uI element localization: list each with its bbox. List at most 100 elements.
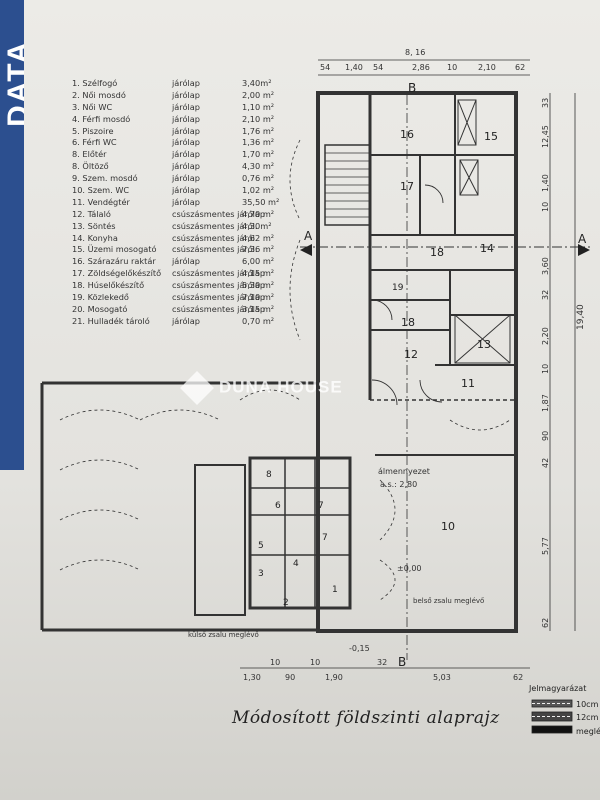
- legend-name: 10. Szem. WC: [72, 185, 130, 196]
- room-18: 17: [400, 180, 414, 193]
- legend-name: 8. Öltöző: [72, 161, 109, 172]
- room-4: 4: [293, 559, 299, 569]
- section-a-right: A: [578, 232, 587, 246]
- room-12: 11: [461, 377, 475, 390]
- dim-bottom-5: 1,90: [325, 673, 343, 682]
- dim-right-4: 10: [541, 202, 550, 212]
- dim-right-10: 90: [541, 431, 550, 441]
- legend-area: 3,15 m²: [242, 303, 275, 314]
- key-item-12cm: 12cm: [576, 713, 599, 722]
- legend-area: 3,40m²: [242, 78, 272, 88]
- dim-bottom-4: 10: [310, 658, 320, 667]
- legend-area: 5,30 m²: [242, 280, 275, 291]
- legend-name: 8. Előtér: [72, 149, 107, 160]
- legend-row: 2. Női mosdó járólap 2,00 m²: [72, 90, 342, 102]
- legend-area: 7,36 m²: [242, 244, 275, 255]
- legend-area: 1,10 m²: [242, 101, 275, 112]
- legend-area: 4,62 m²: [242, 232, 275, 243]
- legend-name: 9. Szem. mosdó: [72, 173, 138, 184]
- legend-type: járólap: [172, 173, 200, 184]
- legend-name: 5. Piszoire: [72, 125, 114, 136]
- legend-type: járólap: [172, 101, 200, 112]
- legend-row: 16. Szárazáru raktár járólap 6,00 m²: [72, 256, 342, 268]
- dim-right-11: 42: [541, 458, 550, 468]
- legend-area: 6,00 m²: [242, 256, 275, 267]
- legend-name: 6. Férfi WC: [72, 137, 117, 148]
- legend-name: 21. Hulladék tároló: [72, 315, 150, 326]
- dim-right-7: 2,20: [541, 327, 550, 345]
- key-item-10cm: 10cm: [576, 700, 599, 709]
- legend-key: Jelmagyarázat 10cm 12cm meglévő: [525, 684, 600, 754]
- legend-area: 1,76 m²: [242, 125, 275, 136]
- legend-name: 3. Női WC: [72, 101, 113, 112]
- dim-total-height: 19,40: [576, 304, 586, 330]
- room-1: 1: [332, 585, 338, 595]
- dim-top-3: 54: [373, 63, 383, 72]
- key-heading: Jelmagyarázat: [529, 684, 587, 693]
- legend-type: járólap: [172, 256, 200, 267]
- legend-name: 13. Söntés: [72, 220, 116, 231]
- legend-area: 35,50 m²: [242, 196, 280, 207]
- dim-right-1: 33: [541, 98, 550, 108]
- legend-type: járólap: [172, 89, 200, 100]
- legend-row: 5. Piszoire járólap 1,76 m²: [72, 126, 342, 138]
- level-mark: ±0,00: [397, 564, 422, 573]
- dim-bottom-6: 32: [377, 658, 387, 667]
- dim-bottom-3: 90: [285, 673, 295, 682]
- dim-bottom-2: 10: [270, 658, 280, 667]
- room-3: 3: [258, 569, 264, 579]
- legend-type: járólap: [172, 196, 200, 207]
- room-15: 14: [480, 242, 494, 255]
- legend-type: járólap: [172, 78, 200, 88]
- ceiling-height: a.s.: 2,80: [380, 480, 417, 489]
- legend-type: csúszásmentes járólap: [172, 208, 266, 219]
- room-7: 7: [322, 533, 328, 543]
- legend-area: 4,30m²: [242, 220, 272, 231]
- dim-top-6: 2,10: [478, 63, 496, 72]
- legend-area: 0,70 m²: [242, 315, 275, 326]
- legend-type: járólap: [172, 149, 200, 160]
- outer-wall: [316, 91, 518, 633]
- legend-name: 2. Női mosdó: [72, 89, 126, 100]
- section-b-bottom: B: [398, 655, 406, 669]
- legend-area: 2,00 m²: [242, 89, 275, 100]
- legend-area: 1,70 m²: [242, 149, 275, 160]
- legend-name: 19. Közlekedő: [72, 292, 129, 303]
- dim-right-3: 1,40: [541, 174, 550, 192]
- dim-right-9: 1,87: [541, 394, 550, 412]
- legend-name: 4. Férfi mosdó: [72, 113, 131, 124]
- legend-area: 4,15 m²: [242, 268, 275, 279]
- legend-type: csúszásmentes járól.: [172, 244, 258, 255]
- legend-area: 4,30 m²: [242, 161, 275, 172]
- legend-type: járólap: [172, 185, 200, 196]
- legend-type: járólap: [172, 125, 200, 136]
- storage-wall: [194, 464, 246, 616]
- legend-name: 12. Tálaló: [72, 208, 111, 219]
- legend-name: 14. Konyha: [72, 232, 118, 243]
- dim-bottom-7: 5,03: [433, 673, 451, 682]
- dim-bottom-1: 1,30: [243, 673, 261, 682]
- dim-top-4: 2,86: [412, 63, 430, 72]
- room-17: 16: [400, 128, 414, 141]
- room-2: 2: [283, 598, 289, 608]
- room-19: 18: [430, 246, 444, 259]
- key-item-existing: meglévő: [576, 727, 600, 736]
- room-6: 6: [275, 501, 281, 511]
- dim-right-12: 5,77: [541, 537, 550, 555]
- dim-top-2: 1,40: [345, 63, 363, 72]
- room-11: 10: [441, 520, 455, 533]
- legend-name: 16. Szárazáru raktár: [72, 256, 156, 267]
- legend-type: csúszásmentes járólap: [172, 303, 266, 314]
- dim-right-8: 10: [541, 364, 550, 374]
